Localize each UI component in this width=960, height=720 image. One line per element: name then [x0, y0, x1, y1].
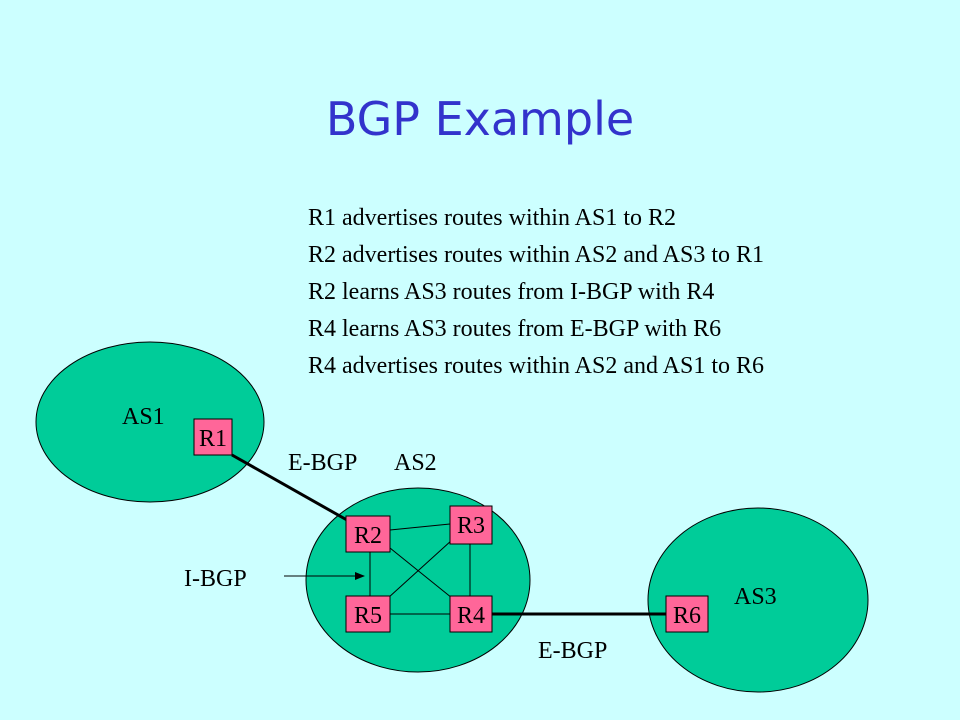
ibgp-link-r2-r4	[389, 547, 453, 599]
router-r2-label: R2	[354, 523, 382, 549]
as3-ellipse	[647, 507, 869, 693]
bullet-line: R2 learns AS3 routes from I-BGP with R4	[308, 279, 715, 305]
router-r5-label: R5	[354, 603, 382, 629]
router-r1-label: R1	[199, 426, 227, 452]
bullet-line: R2 advertises routes within AS2 and AS3 …	[308, 242, 764, 268]
router-r6: R6	[665, 595, 709, 633]
router-r4: R4	[449, 595, 493, 633]
router-r5: R5	[345, 595, 391, 633]
router-r6-label: R6	[673, 603, 701, 629]
router-r4-label: R4	[457, 603, 485, 629]
router-r1: R1	[193, 418, 233, 456]
bullet-line: R1 advertises routes within AS1 to R2	[308, 205, 676, 231]
bullet-list: R1 advertises routes within AS1 to R2 R2…	[308, 200, 764, 385]
as1-ellipse	[35, 341, 265, 503]
ebgp-link-r1-r2	[231, 453, 355, 526]
as1-label: AS1	[122, 404, 165, 430]
bullet-line: R4 learns AS3 routes from E-BGP with R6	[308, 316, 722, 342]
as2-label: AS2	[394, 450, 437, 476]
bullet-line: R4 advertises routes within AS2 and AS1 …	[308, 353, 764, 379]
ibgp-link-r2-r3	[389, 523, 451, 531]
as3-label: AS3	[734, 584, 777, 610]
slide-title: BGP Example	[325, 92, 635, 146]
ebgp-top-label: E-BGP	[288, 450, 357, 476]
router-r3: R3	[449, 505, 493, 545]
router-r3-label: R3	[457, 513, 485, 539]
ibgp-label: I-BGP	[184, 566, 247, 592]
router-r2: R2	[345, 515, 391, 553]
ibgp-link-r3-r5	[387, 539, 453, 599]
ebgp-bottom-label: E-BGP	[538, 638, 607, 664]
